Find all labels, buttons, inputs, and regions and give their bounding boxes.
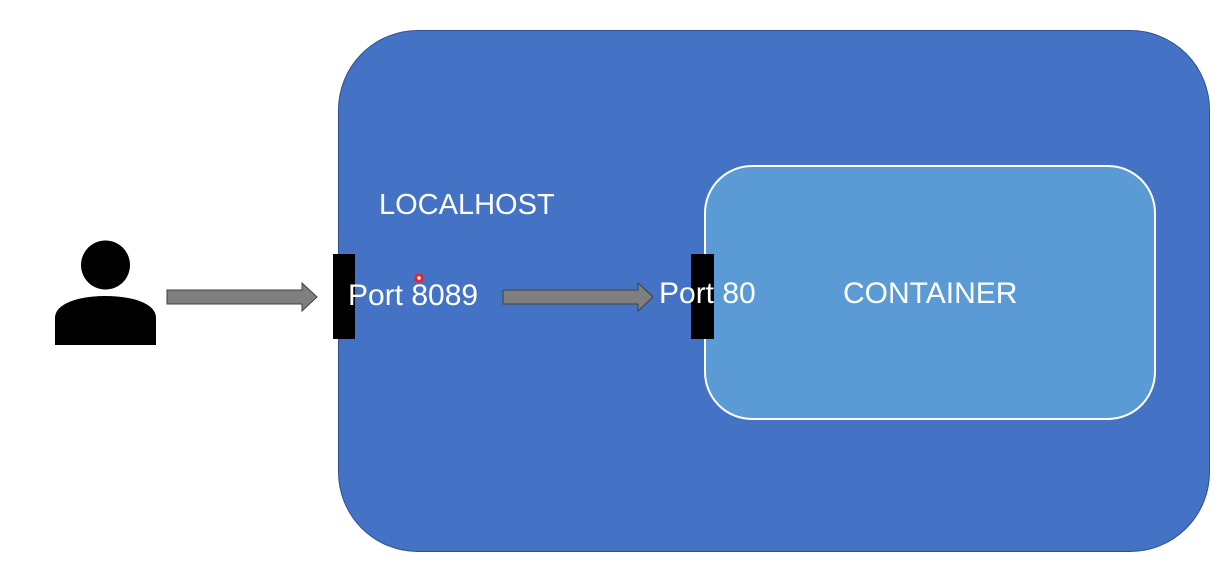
arrow-shape <box>166 282 318 312</box>
host-port-label: Port 8089 <box>348 279 479 312</box>
container-port-label: Port 80 <box>659 277 756 310</box>
user-icon <box>55 240 156 345</box>
arrow-host-to-container-port <box>502 282 654 312</box>
host-port-bar <box>333 254 355 339</box>
container-box <box>704 165 1156 420</box>
user-body <box>55 296 156 345</box>
pointer-highlight-icon <box>414 273 424 283</box>
arrow-user-to-host-port <box>166 282 318 312</box>
container-label: CONTAINER <box>843 277 1018 310</box>
user-head <box>81 240 130 290</box>
container-port-bar <box>691 254 714 339</box>
localhost-label: LOCALHOST <box>379 189 555 221</box>
arrow-shape <box>502 282 654 312</box>
